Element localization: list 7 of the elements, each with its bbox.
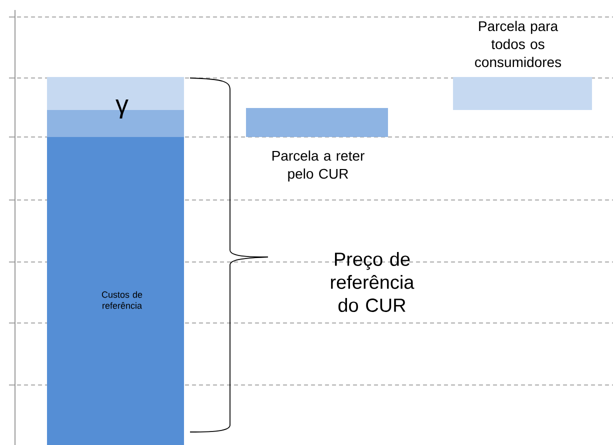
bar-segment: Custos de referência	[47, 137, 184, 445]
bar-caption: Parcela para todos os consumidores	[475, 20, 562, 68]
brace-label: Preço de referência do CUR	[331, 252, 414, 312]
bar-segment	[453, 77, 592, 110]
bar-caption: Parcela a reter pelo CUR	[272, 150, 364, 182]
bar-segment: γ	[47, 77, 184, 119]
bar-segment	[246, 108, 388, 137]
